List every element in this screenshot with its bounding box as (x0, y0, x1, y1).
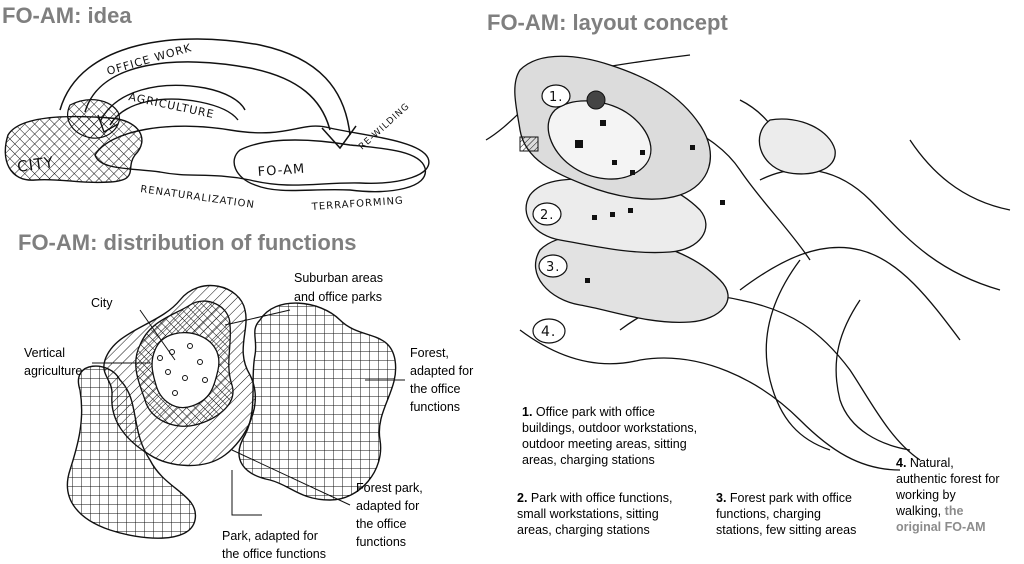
label-forest-park-4: functions (356, 535, 407, 549)
leader-lines (92, 309, 405, 516)
marker-4: 4. (541, 324, 556, 340)
label-city: City (91, 296, 113, 310)
legend-item-4: 4. Natural, authentic forest for working… (896, 456, 1000, 534)
marker-3: 3. (546, 260, 560, 275)
title-idea: FO-AM: idea (2, 3, 132, 28)
label-suburban-2: and office parks (294, 290, 383, 304)
label-park-2: the office functions (222, 547, 327, 561)
distribution-sketch (66, 284, 405, 539)
legend-item-2: 2. Park with office functions, small wor… (517, 491, 673, 537)
city-dots (157, 343, 208, 396)
legend-item-3: 3. Forest park with office functions, ch… (716, 491, 857, 537)
idea-sketch: CITY OFFICE WORK AGRICULTURE RE-WILDING … (4, 38, 430, 213)
city-label: CITY (16, 153, 55, 176)
marker-2: 2. (540, 208, 554, 223)
marker-1: 1. (549, 90, 563, 105)
title-layout: FO-AM: layout concept (487, 10, 728, 35)
label-forest-4: functions (410, 400, 461, 414)
fo-am-shape (233, 139, 426, 193)
label-vertical-2: agriculture (24, 364, 83, 378)
title-distribution: FO-AM: distribution of functions (18, 230, 357, 255)
label-forest-3: the office (410, 382, 461, 396)
agriculture-arrow (99, 84, 246, 123)
label-forest-1: Forest, (410, 346, 449, 360)
agriculture-patch (67, 99, 120, 139)
label-park-1: Park, adapted for (222, 529, 318, 543)
building-marks (519, 120, 725, 283)
label-forest-park-1: Forest park, (356, 481, 423, 495)
label-forest-park-2: adapted for (356, 499, 420, 513)
fo-am-label: FO-AM (257, 162, 306, 180)
office-work-arrow (59, 38, 351, 136)
legend-item-1: 1. Office park with office buildings, ou… (522, 405, 698, 467)
label-forest-park-3: the office (356, 517, 407, 531)
label-forest-2: adapted for (410, 364, 474, 378)
label-suburban-1: Suburban areas (294, 271, 383, 285)
label-vertical-1: Vertical (24, 346, 65, 360)
